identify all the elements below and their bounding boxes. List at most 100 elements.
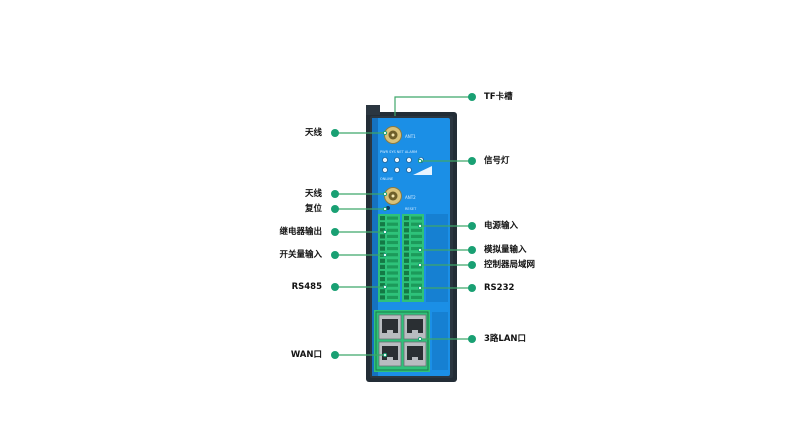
terminal-screw (404, 252, 409, 257)
rj45-socket (382, 319, 398, 333)
callout-dot-relay-output (331, 228, 339, 236)
rj45-socket (407, 346, 423, 360)
terminal-slot (387, 234, 398, 238)
svg-text:ANT1: ANT1 (405, 134, 416, 139)
label-analog-input: 模拟量输入 (484, 245, 527, 255)
terminal-screw (404, 264, 409, 269)
terminal-screw (404, 216, 409, 221)
terminal-slot (387, 271, 398, 275)
label-rs485: RS485 (291, 282, 322, 292)
terminal-slot (387, 265, 398, 269)
terminal-slot (387, 295, 398, 299)
antenna-connector-2: ANT2 (384, 187, 416, 205)
svg-text:PWR SYS NET ALARM: PWR SYS NET ALARM (380, 150, 417, 154)
label-antenna-2: 天线 (304, 189, 322, 199)
terminal-slot (411, 216, 422, 220)
callout-dot-tf-slot (468, 93, 476, 101)
terminal-slot (411, 253, 422, 257)
terminal-slot (411, 289, 422, 293)
rj45-ports (378, 314, 427, 367)
terminal-screw (404, 240, 409, 245)
terminal-screw (380, 295, 385, 300)
callout-dot-reset (331, 205, 339, 213)
label-signal-lights: 信号灯 (484, 156, 510, 166)
terminal-slot (411, 247, 422, 251)
terminal-screw (380, 277, 385, 282)
rj45-clip (412, 330, 418, 333)
terminal-screw (404, 228, 409, 233)
terminal-slot (411, 283, 422, 287)
terminal-slot (387, 216, 398, 220)
callout-dot-controller-lan (468, 261, 476, 269)
terminal-screw (404, 234, 409, 239)
terminal-screw (404, 289, 409, 294)
rj45-socket (407, 319, 423, 333)
callout-dot-switch-input (331, 251, 339, 259)
label-antenna-1: 天线 (304, 128, 322, 138)
svg-text:RESET: RESET (405, 207, 417, 211)
terminal-slot (411, 240, 422, 245)
terminal-screw (380, 264, 385, 269)
label-controller-lan: 控制器局域网 (484, 260, 536, 270)
callout-dot-power-input (468, 222, 476, 230)
terminal-screw (380, 234, 385, 239)
terminal-screw (380, 289, 385, 294)
terminal-screw (380, 246, 385, 251)
terminal-slot (411, 234, 422, 238)
terminal-screw (404, 246, 409, 251)
callout-dot-antenna-1 (331, 129, 339, 137)
terminal-slot (387, 253, 398, 257)
terminal-screw (380, 270, 385, 276)
terminal-screw (404, 258, 409, 263)
terminal-screw (380, 283, 385, 288)
callout-dot-lan (468, 335, 476, 343)
label-switch-input: 开关量输入 (279, 250, 322, 260)
rj45-clip (387, 357, 393, 360)
terminal-slot (411, 265, 422, 269)
terminal-screw (380, 222, 385, 227)
terminal-slot (411, 277, 422, 281)
terminal-slot (387, 222, 398, 226)
terminal-slot (387, 228, 398, 232)
callout-dot-rs485 (331, 283, 339, 291)
terminal-slot (411, 259, 422, 263)
label-tf-slot: TF卡槽 (484, 92, 513, 102)
terminal-screw (404, 283, 409, 288)
terminal-screw (380, 258, 385, 263)
svg-text:ANT2: ANT2 (405, 195, 416, 200)
terminal-slot (411, 271, 422, 275)
terminal-slot (387, 247, 398, 251)
terminal-slot (411, 222, 422, 226)
terminal-screw (404, 295, 409, 300)
terminal-screw (404, 270, 409, 276)
callout-line-tf-slot (394, 96, 472, 116)
antenna-connector-1: ANT1 (384, 126, 416, 144)
label-relay-output: 继电器输出 (279, 227, 322, 237)
label-power-input: 电源输入 (484, 221, 519, 231)
port-side-labels (432, 312, 448, 370)
terminal-screw (404, 277, 409, 282)
label-rs232: RS232 (484, 283, 515, 293)
terminal-screw (380, 216, 385, 221)
callout-dot-wan (331, 351, 339, 359)
rj45-clip (412, 357, 418, 360)
terminal-slot (387, 289, 398, 293)
terminal-slot (387, 277, 398, 281)
callout-dot-rs232 (468, 284, 476, 292)
terminal-side-labels (426, 214, 448, 302)
svg-text:ONLINE: ONLINE (380, 177, 393, 181)
label-wan-port: WAN口 (290, 350, 322, 360)
callout-dot-signal-lights (468, 157, 476, 165)
label-lan-ports: 3路LAN口 (484, 334, 527, 344)
terminal-slot (387, 283, 398, 287)
terminal-screw (404, 222, 409, 227)
callout-dot-antenna-2 (331, 190, 339, 198)
callout-dot-analog-input (468, 246, 476, 254)
terminal-slot (411, 295, 422, 299)
terminal-blocks (378, 214, 430, 302)
terminal-slot (387, 240, 398, 245)
terminal-screw (380, 228, 385, 233)
